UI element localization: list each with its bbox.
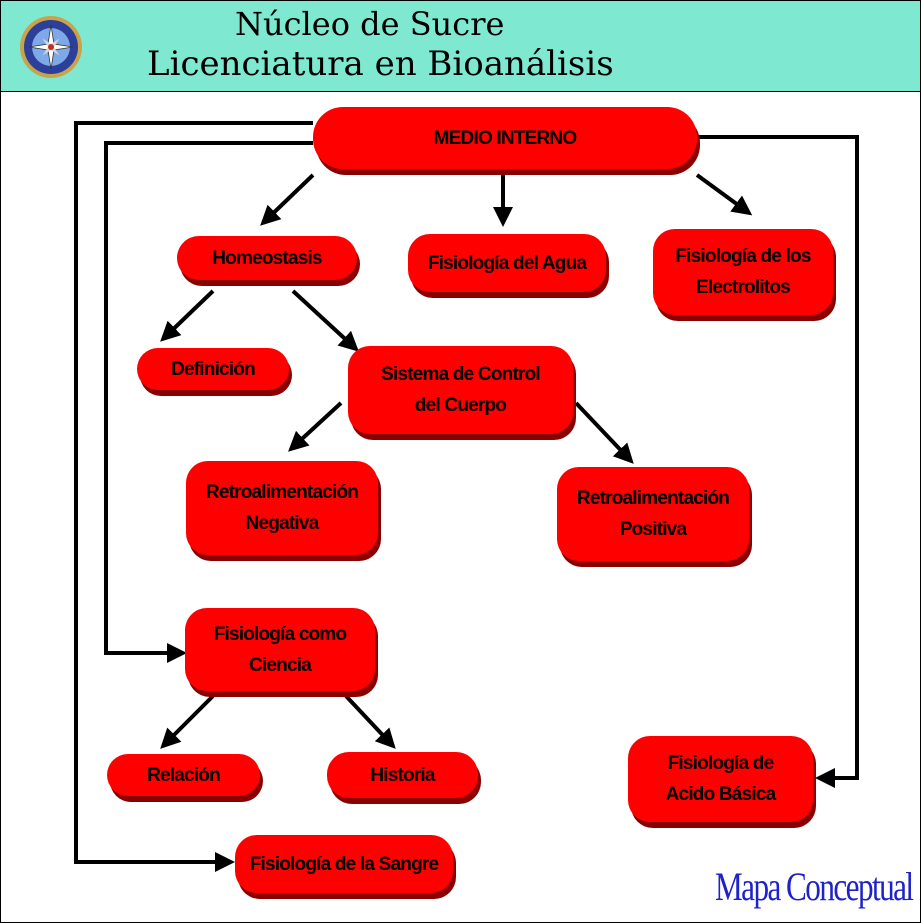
arrow-homeostasis-sistema [291,289,359,352]
node-retro-negativa: Retroalimentación Negativa [186,461,378,555]
node-homeostasis: Homeostasis [177,236,357,280]
header-title-line2: Licenciatura en Bioanálisis [147,44,614,84]
connector-medio-sangre [74,121,313,872]
header-title-line1: Núcleo de Sucre [235,5,505,43]
node-relacion: Relación [107,754,260,796]
university-seal-icon [20,16,82,78]
node-fisiologia-sangre: Fisiología de la Sangre [235,835,453,893]
node-fisiologia-acido-basica: Fisiología de Acido Básica [628,736,813,822]
node-historia: Historia [327,752,478,798]
arrow-ciencia-relacion [160,694,215,749]
arrow-ciencia-historia [344,694,396,749]
node-fisiologia-ciencia: Fisiología como Ciencia [185,608,375,691]
footer-title: Mapa Conceptual [715,864,914,909]
node-retro-positiva: Retroalimentación Positiva [557,467,749,561]
arrow-medio-electrolitos [695,173,753,216]
arrow-sistema-negativa [288,401,343,452]
node-definicion: Definición [137,348,289,390]
header-banner: Núcleo de Sucre Licenciatura en Bioanáli… [1,1,920,92]
arrow-sistema-positiva [574,401,634,464]
node-sistema-control: Sistema de Control del Cuerpo [348,346,573,434]
node-medio-interno: MEDIO INTERNO [313,107,697,169]
arrow-homeostasis-definicion [160,289,215,342]
connector-medio-ciencia [104,141,313,663]
arrow-medio-homeostasis [260,173,315,226]
node-fisiologia-agua: Fisiología del Agua [408,234,606,292]
connector-medio-acido-basica [697,135,859,788]
node-fisiologia-electrolitos: Fisiología de los Electrolitos [653,229,833,315]
